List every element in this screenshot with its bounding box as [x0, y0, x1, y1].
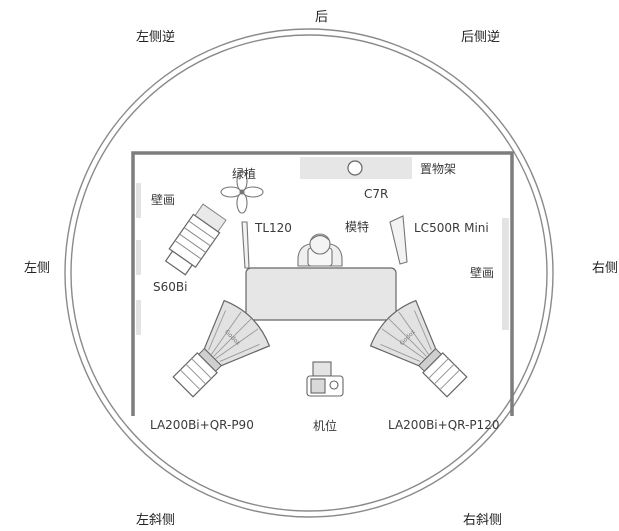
mural-right	[502, 218, 509, 330]
mural-left-2	[136, 240, 141, 275]
c7r-label: C7R	[364, 187, 389, 201]
tl120-label: TL120	[255, 221, 292, 235]
s60bi-label: S60Bi	[153, 280, 188, 294]
model-label: 模特	[345, 220, 370, 234]
la200-right-label: LA200Bi+QR-P120	[388, 418, 500, 432]
plant-icon	[220, 170, 264, 214]
la200-right-light-icon: Godox	[369, 299, 468, 398]
direction-left-label: 左侧	[24, 261, 51, 276]
direction-right-back-label: 后侧逆	[461, 30, 501, 45]
mural-left-3	[136, 300, 141, 335]
direction-left-back-label: 左侧逆	[136, 30, 176, 45]
plant-label: 绿植	[232, 167, 257, 181]
mural-right-label: 壁画	[470, 266, 495, 280]
direction-right-front-label: 右斜侧	[463, 513, 503, 528]
camera-label: 机位	[313, 419, 338, 433]
direction-back-label: 后	[315, 10, 329, 25]
lc500r-label: LC500R Mini	[414, 221, 489, 235]
camera-icon	[306, 361, 344, 397]
mural-left-label: 壁画	[151, 193, 176, 207]
lc500r-tube	[389, 215, 408, 265]
s60bi-light-icon	[164, 203, 227, 276]
la200-left-label: LA200Bi+QR-P90	[150, 418, 254, 432]
inner-ring	[70, 34, 548, 512]
shelf-label: 置物架	[420, 162, 457, 176]
outer-ring	[64, 28, 554, 518]
direction-right-label: 右侧	[592, 261, 619, 276]
room-walls	[131, 151, 514, 416]
mural-left-1	[136, 183, 141, 218]
tl120-tube	[241, 221, 250, 269]
c7r-light	[347, 160, 363, 176]
table	[245, 267, 397, 321]
direction-left-front-label: 左斜侧	[136, 513, 176, 528]
model-figure-icon	[297, 233, 343, 267]
la200-left-light-icon: Godox	[172, 299, 271, 398]
